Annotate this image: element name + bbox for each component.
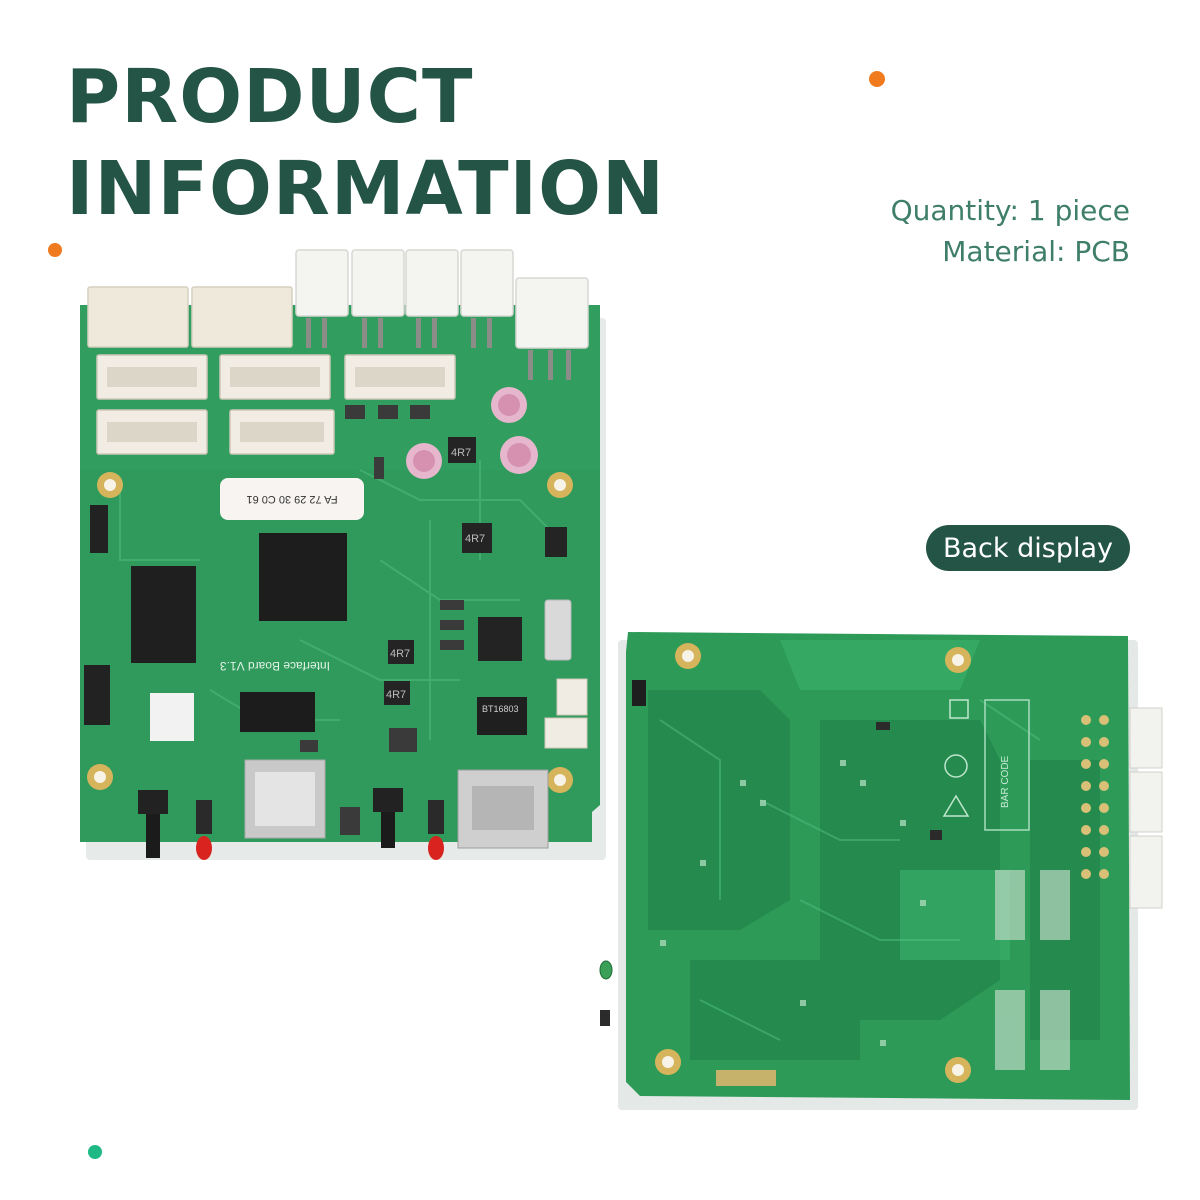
bar-code-area [984,699,1030,831]
chip-label: BT16803 [482,704,519,714]
serial-sticker [220,478,364,520]
cpu-chip [259,533,347,621]
orange-dot-top-right [869,71,885,87]
quantity-spec: Quantity: 1 piece [890,194,1130,227]
heading-line-1: PRODUCT [66,54,474,140]
inductor-label-4: 4R7 [465,533,485,545]
memory-chip [131,566,196,663]
board-silkscreen: Interface Board V1.3 [220,659,330,673]
inductor-label-2: 4R7 [390,648,410,660]
mounting-holes [87,472,573,793]
serial-sticker-text: FA 72 29 30 C0 61 [246,493,337,505]
inductor-label-1: 4R7 [451,447,471,459]
back-display-badge: Back display [926,525,1130,571]
inductor-label-3: 4R7 [386,689,406,701]
teal-dot-bottom-left [88,1145,102,1159]
material-spec: Material: PCB [942,235,1130,268]
orange-dot-left [48,243,62,257]
heading-line-2: INFORMATION [66,146,665,232]
power-connectors [295,249,589,349]
capacitors [406,387,538,479]
bar-code-label: BAR CODE [1000,755,1011,808]
